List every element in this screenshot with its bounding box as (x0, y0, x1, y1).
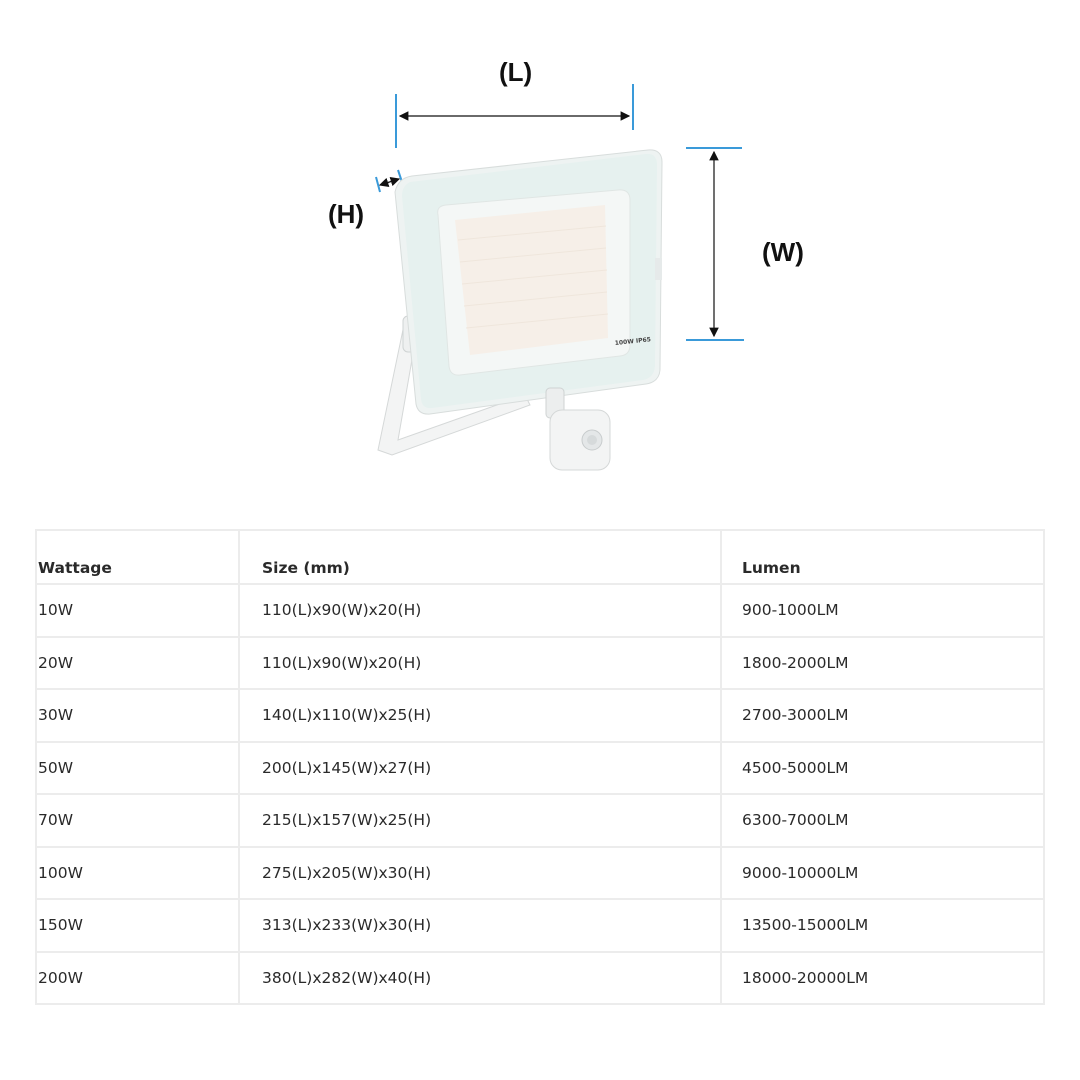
cell-size: 215(L)x157(W)x25(H) (238, 793, 722, 848)
cell-size: 275(L)x205(W)x30(H) (238, 845, 722, 900)
lamp-body: 100W IP65 (394, 149, 663, 415)
floodlight-diagram: 100W IP65 (375, 84, 744, 471)
cell-lumen: 6300-7000LM (720, 793, 1045, 848)
width-label: (W) (762, 237, 804, 267)
cell-lumen: 18000-20000LM (720, 950, 1045, 1005)
cell-lumen: 2700-3000LM (720, 688, 1045, 743)
cell-wattage: 20W (35, 635, 240, 690)
cell-wattage: 200W (35, 950, 240, 1005)
cell-size: 200(L)x145(W)x27(H) (238, 740, 722, 795)
motion-sensor (545, 387, 611, 471)
length-label: (L) (499, 57, 533, 87)
header-wattage: Wattage (35, 529, 240, 585)
cell-lumen: 9000-10000LM (720, 845, 1045, 900)
cell-size: 313(L)x233(W)x30(H) (238, 898, 722, 953)
cell-size: 110(L)x90(W)x20(H) (238, 635, 722, 690)
cell-wattage: 70W (35, 793, 240, 848)
cell-size: 380(L)x282(W)x40(H) (238, 950, 722, 1005)
cell-lumen: 13500-15000LM (720, 898, 1045, 953)
cell-lumen: 1800-2000LM (720, 635, 1045, 690)
lamp-marking: 100W IP65 (614, 336, 651, 347)
cell-size: 110(L)x90(W)x20(H) (238, 583, 722, 638)
length-dimension-line (395, 84, 634, 148)
cell-lumen: 900-1000LM (720, 583, 1045, 638)
table-header-row: Wattage Size (mm) Lumen (35, 529, 1045, 585)
height-label: (H) (328, 199, 365, 229)
header-size: Size (mm) (238, 529, 722, 585)
cell-wattage: 100W (35, 845, 240, 900)
cell-wattage: 50W (35, 740, 240, 795)
cell-wattage: 150W (35, 898, 240, 953)
width-dimension-line (686, 147, 744, 341)
cell-wattage: 10W (35, 583, 240, 638)
cell-wattage: 30W (35, 688, 240, 743)
cell-size: 140(L)x110(W)x25(H) (238, 688, 722, 743)
header-lumen: Lumen (720, 529, 1045, 585)
cell-lumen: 4500-5000LM (720, 740, 1045, 795)
